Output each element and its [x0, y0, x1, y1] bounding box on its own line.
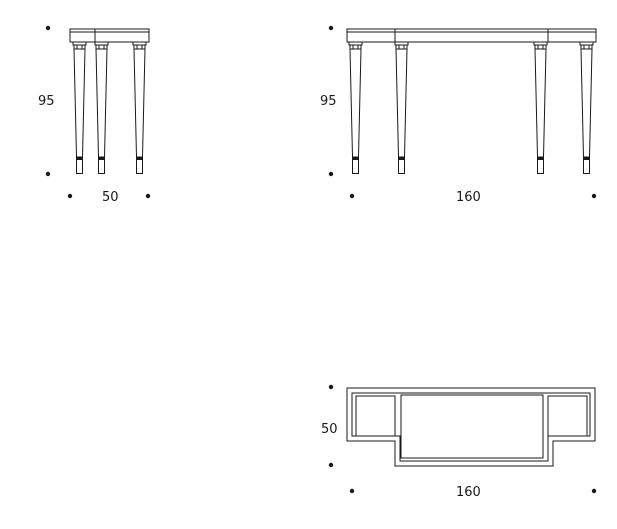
side-width-dot-left [67, 193, 73, 199]
side-height-label: 95 [38, 94, 55, 109]
front-height-dot-top [328, 25, 334, 31]
top-outline-outer [346, 387, 596, 467]
front-leg-2 [394, 41, 409, 174]
top-view: 50 160 [321, 384, 597, 500]
front-view: 95 160 [320, 25, 597, 205]
top-width-label: 160 [456, 485, 481, 500]
side-leg-1 [72, 41, 87, 174]
side-leg-3 [132, 41, 147, 174]
front-width-dot-left [349, 193, 355, 199]
side-view: 95 50 [38, 25, 151, 205]
top-panel-center [400, 394, 544, 459]
front-height-dot-bottom [328, 171, 334, 177]
front-leg-1 [348, 41, 363, 174]
front-leg-4 [579, 41, 594, 174]
side-height-dot-top [45, 25, 51, 31]
side-width-label: 50 [102, 190, 119, 205]
top-panel-left [355, 395, 396, 437]
front-height-label: 95 [320, 94, 337, 109]
side-tabletop [69, 28, 150, 43]
side-leg-2 [94, 41, 109, 174]
top-width-dot-left [349, 488, 355, 494]
top-width-dot-right [591, 488, 597, 494]
front-width-dot-right [591, 193, 597, 199]
side-height-dot-bottom [45, 171, 51, 177]
front-leg-3 [533, 41, 548, 174]
side-width-dot-right [145, 193, 151, 199]
top-panel-right [547, 395, 588, 437]
front-width-label: 160 [456, 190, 481, 205]
front-tabletop [346, 28, 597, 43]
top-depth-dot-bottom [328, 462, 334, 468]
top-depth-label: 50 [321, 422, 338, 437]
top-depth-dot-top [328, 384, 334, 390]
